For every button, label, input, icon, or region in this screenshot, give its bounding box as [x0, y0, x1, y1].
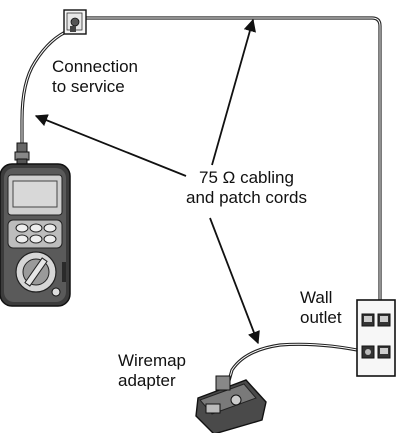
connection-to-service-label: Connection to service: [52, 57, 138, 97]
wall-outlet-line-1: Wall: [300, 288, 333, 307]
tester-connector-icon: [14, 142, 30, 166]
cabling-line-1: 75 Ω cabling: [199, 168, 294, 187]
wiremap-line-1: Wiremap: [118, 351, 187, 370]
arrow-to-service-cable: [211, 18, 256, 166]
cabling-line-2: and patch cords: [186, 188, 307, 207]
wiremap-adapter-icon: [195, 375, 267, 433]
connection-line-2: to service: [52, 77, 125, 96]
wall-outlet-icon: [356, 299, 396, 377]
cabling-label: 75 Ω cabling and patch cords: [186, 168, 307, 208]
wiremap-adapter-label: Wiremap adapter: [118, 351, 186, 391]
wiremap-line-2: adapter: [118, 371, 176, 390]
connection-line-1: Connection: [52, 57, 139, 76]
wall-jack-icon: [63, 9, 87, 35]
arrow-to-tester-cable: [34, 114, 187, 177]
wall-outlet-line-2: outlet: [300, 308, 342, 327]
cable-tester-icon: [0, 163, 71, 307]
outlet-to-adapter-cable: [226, 342, 368, 385]
arrow-to-adapter-cable: [209, 217, 260, 345]
wall-outlet-label: Wall outlet: [300, 288, 342, 328]
